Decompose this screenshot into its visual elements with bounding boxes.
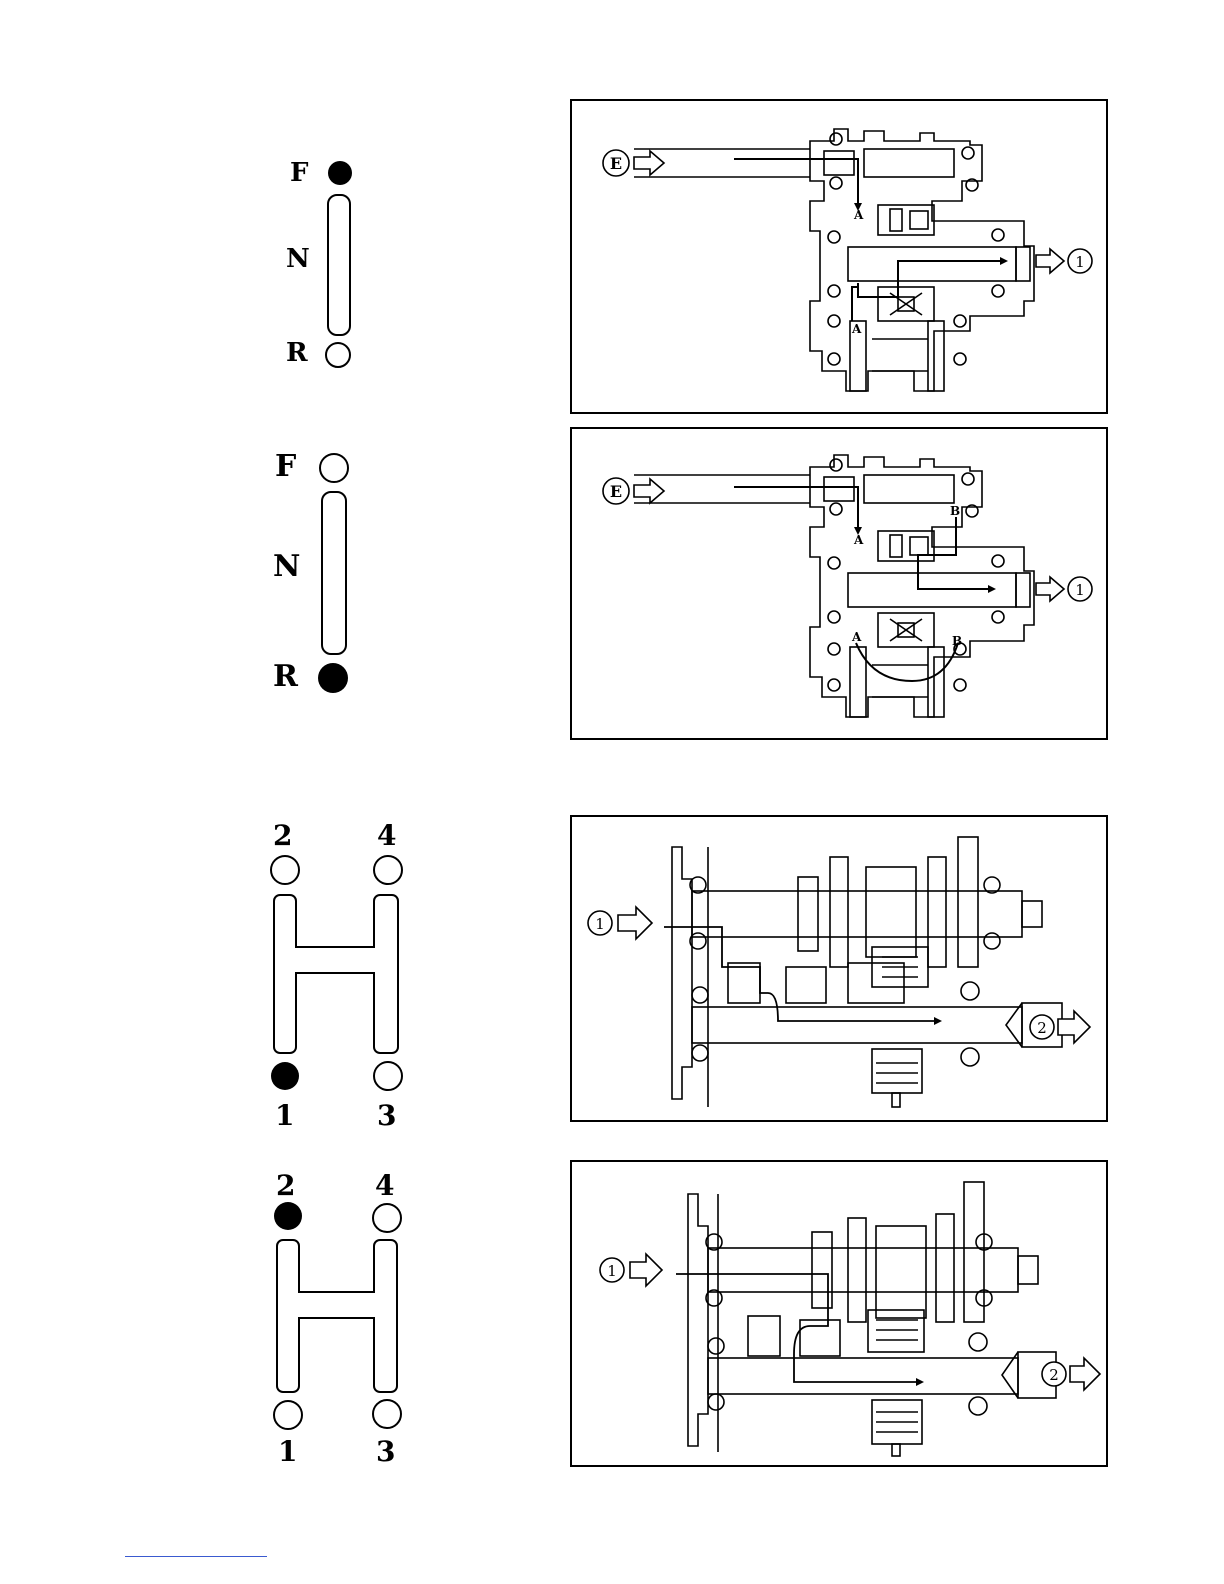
input-label: E — [610, 482, 622, 501]
output-label: 2 — [1037, 1019, 1047, 1037]
hollow-circle-icon — [373, 1204, 401, 1232]
hollow-circle-icon — [373, 1400, 401, 1428]
filled-circle-icon — [274, 1202, 302, 1230]
gate-label-3: 3 — [377, 1099, 396, 1132]
hollow-right-arrow-icon — [1036, 249, 1064, 273]
filled-circle-icon — [271, 1062, 299, 1090]
hollow-right-arrow-icon — [618, 907, 652, 939]
hollow-right-arrow-icon — [1058, 1011, 1090, 1043]
hollow-circle-icon — [374, 1062, 402, 1090]
transmission-cross-section: A A E 1 — [572, 101, 1106, 412]
hollow-right-arrow-icon — [1070, 1358, 1100, 1390]
fnr-shifter-reverse: F N R — [265, 440, 375, 710]
power-flow-panel-second-gear: 1 2 — [570, 1160, 1108, 1467]
filled-circle-icon — [328, 161, 352, 185]
gate-label-r: R — [273, 659, 299, 694]
h-shifter-second: 2 4 1 3 — [258, 1165, 418, 1470]
input-marker: E — [603, 150, 664, 176]
output-marker: 1 — [1036, 577, 1092, 601]
gate-label-4: 4 — [375, 1169, 394, 1202]
gate-label-3: 3 — [376, 1435, 395, 1468]
input-marker: 1 — [600, 1254, 662, 1286]
path-label: A — [851, 630, 862, 644]
path-label: A — [853, 533, 864, 547]
input-label: 1 — [595, 915, 605, 933]
hollow-circle-icon — [271, 856, 299, 884]
gate-label-1: 1 — [278, 1435, 297, 1468]
hollow-circle-icon — [274, 1401, 302, 1429]
transmission-cross-section: 1 2 — [572, 1162, 1106, 1465]
path-label: A — [851, 322, 862, 336]
output-label: 1 — [1075, 581, 1085, 599]
hollow-circle-icon — [374, 856, 402, 884]
transmission-cross-section: A B A B E 1 — [572, 429, 1106, 738]
input-marker: E — [603, 478, 664, 504]
output-label: 1 — [1075, 253, 1085, 271]
power-flow-panel-first-gear: 1 2 — [570, 815, 1108, 1122]
filled-circle-icon — [318, 663, 348, 693]
output-marker: 1 — [1036, 249, 1092, 273]
h-shifter-first: 2 4 1 3 — [255, 815, 415, 1135]
gate-label-n: N — [273, 549, 300, 584]
hollow-circle-icon — [320, 454, 348, 482]
output-label: 2 — [1049, 1366, 1059, 1384]
fnr-shifter-forward: F N R — [270, 145, 380, 380]
h-gate-slot — [274, 895, 398, 1053]
footer-rule — [125, 1556, 267, 1557]
gate-label-f: F — [290, 158, 309, 188]
gate-label-2: 2 — [273, 819, 292, 852]
gate-label-4: 4 — [377, 819, 396, 852]
gate-slot — [322, 492, 346, 654]
hollow-right-arrow-icon — [630, 1254, 662, 1286]
path-label: B — [950, 504, 960, 518]
output-marker: 2 — [1030, 1011, 1090, 1043]
gate-label-2: 2 — [276, 1169, 295, 1202]
power-flow-panel-forward: A A E 1 — [570, 99, 1108, 414]
power-flow-panel-reverse: A B A B E 1 — [570, 427, 1108, 740]
h-gate-slot — [277, 1240, 397, 1392]
input-marker: 1 — [588, 907, 652, 939]
hollow-right-arrow-icon — [634, 151, 664, 175]
gate-label-n: N — [286, 244, 310, 274]
output-marker: 2 — [1042, 1358, 1100, 1390]
gate-label-f: F — [275, 449, 296, 484]
path-label: B — [952, 634, 962, 648]
path-label: A — [853, 208, 864, 222]
gate-slot — [328, 195, 350, 335]
hollow-right-arrow-icon — [634, 479, 664, 503]
transmission-cross-section: 1 2 — [572, 817, 1106, 1120]
hollow-right-arrow-icon — [1036, 577, 1064, 601]
input-label: E — [610, 154, 622, 173]
gate-label-r: R — [286, 338, 308, 368]
input-label: 1 — [607, 1262, 617, 1280]
hollow-circle-icon — [326, 343, 350, 367]
gate-label-1: 1 — [275, 1099, 294, 1132]
